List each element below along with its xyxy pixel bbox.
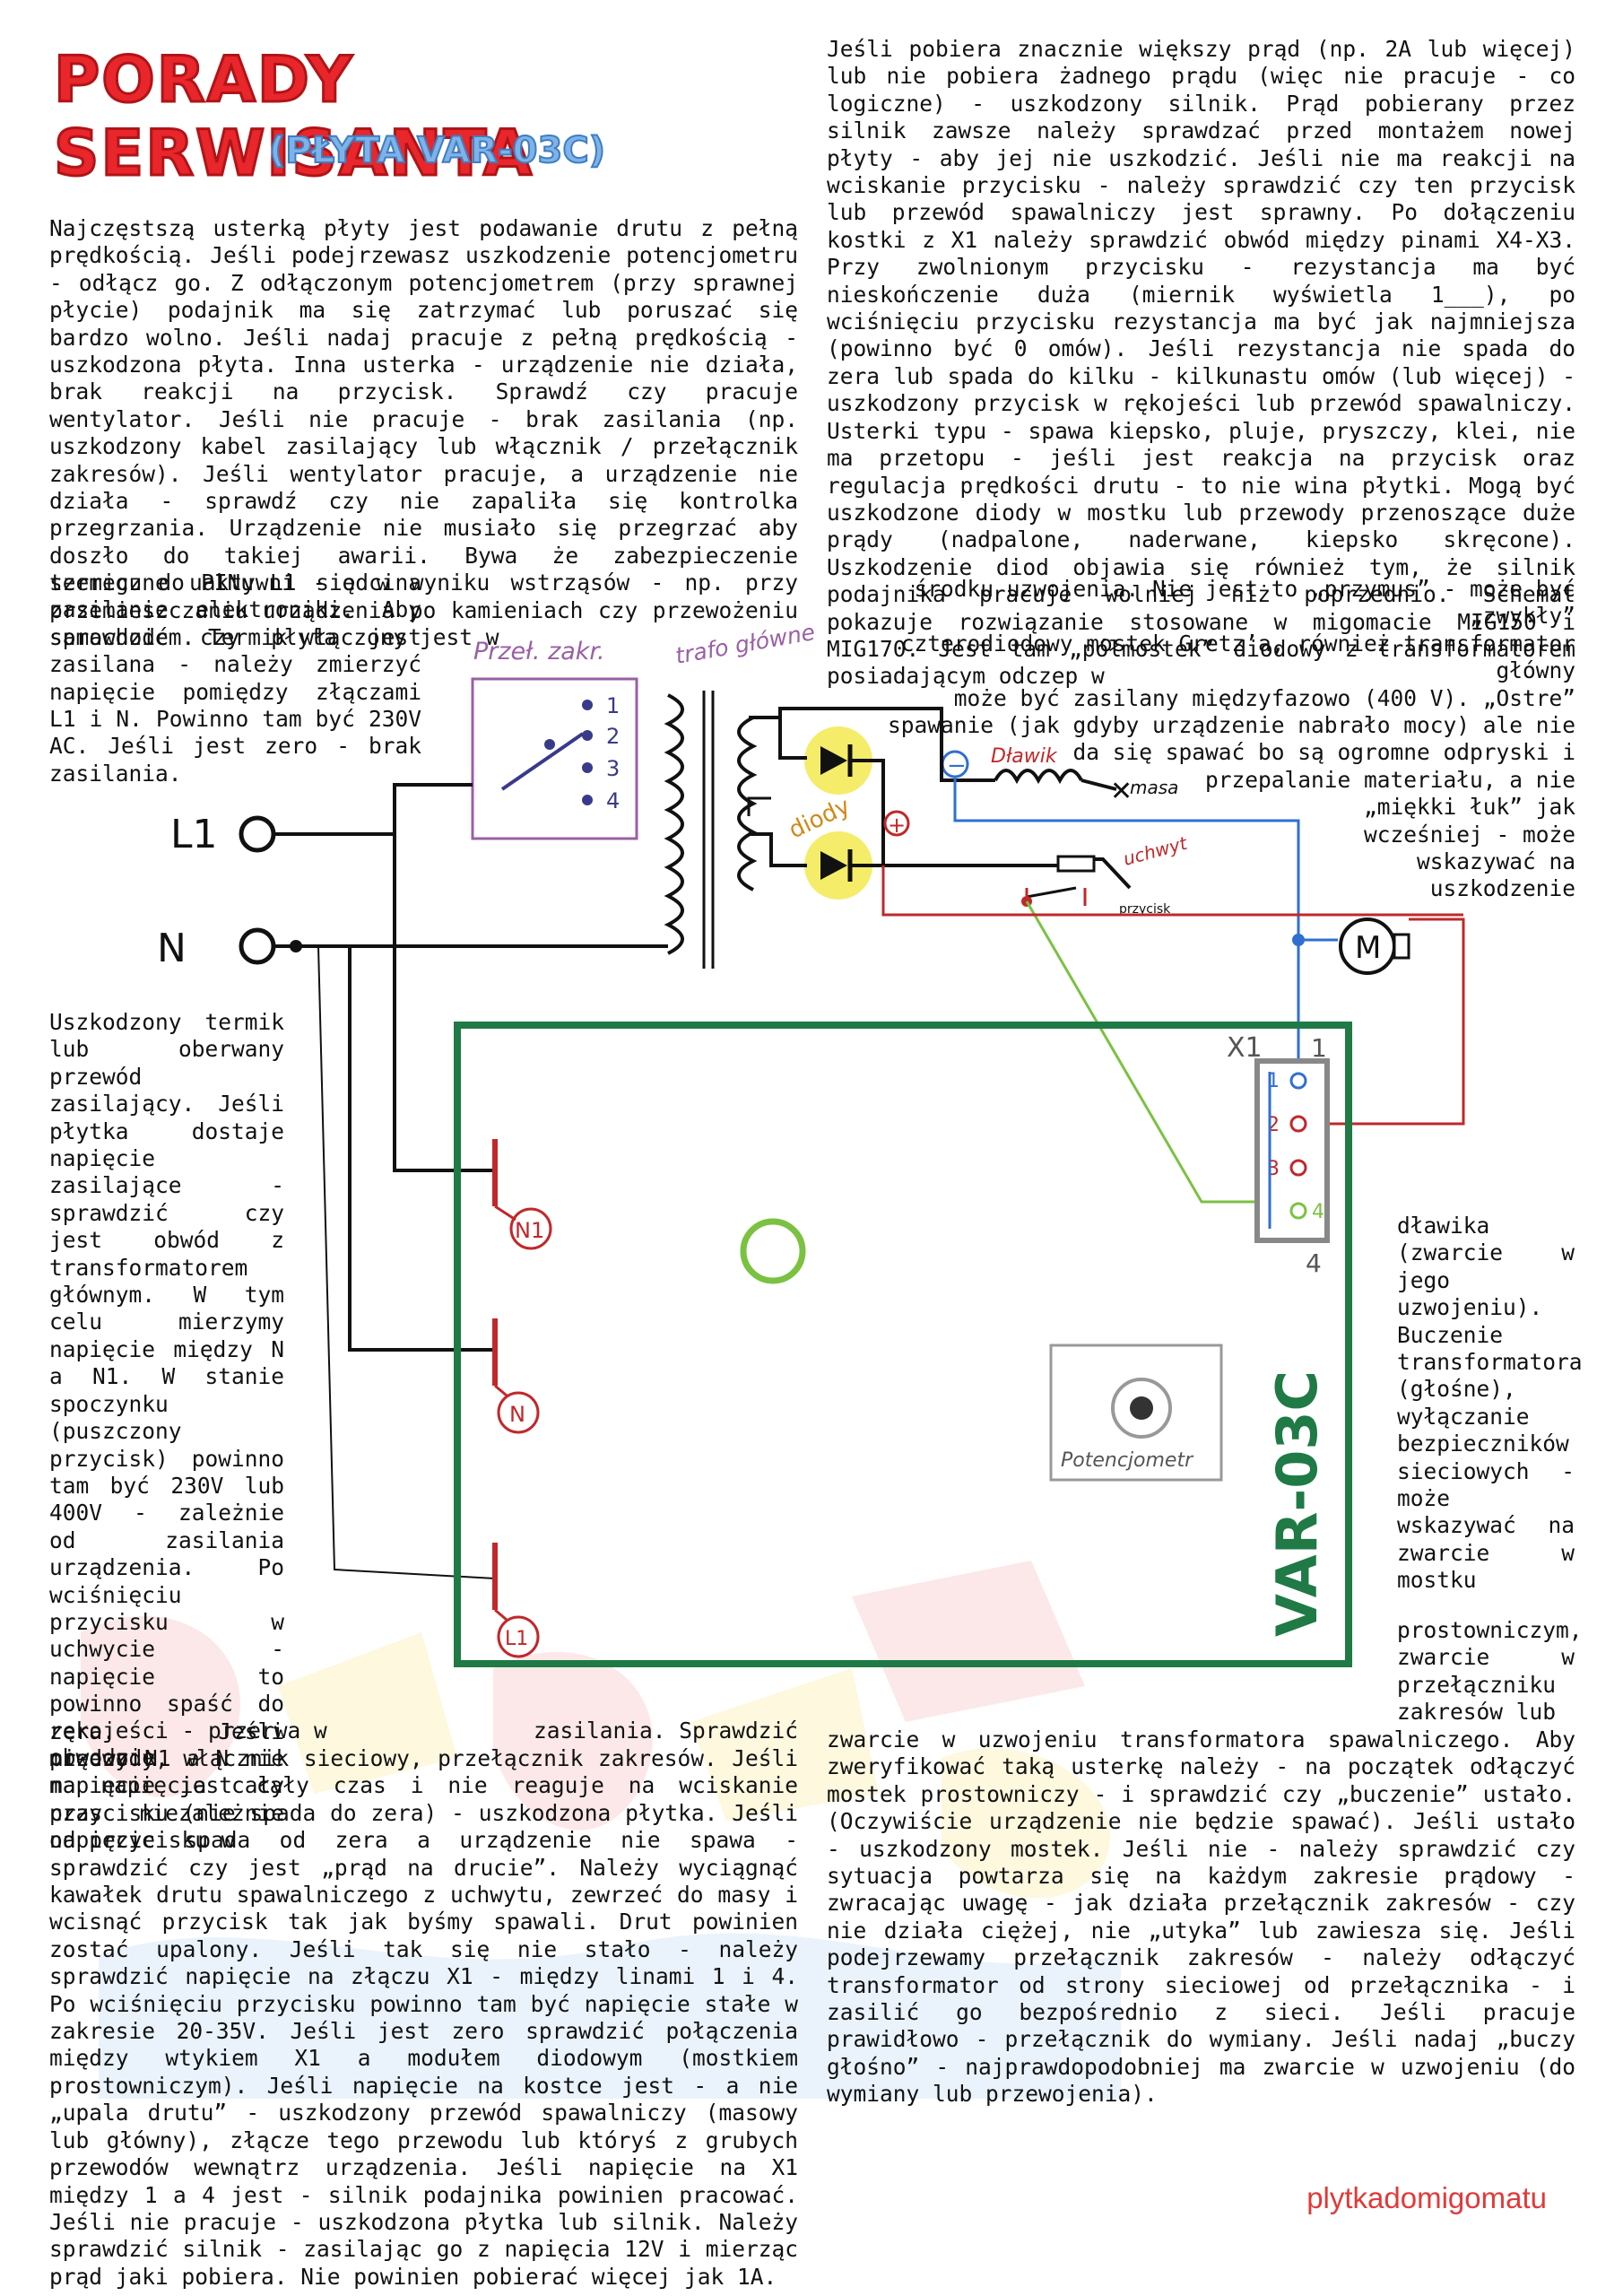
- plus-marker: [883, 810, 910, 837]
- range-switch-label: Przeł. zakr.: [473, 638, 605, 665]
- transformer-primary: [664, 693, 684, 955]
- taper-line: „miękki łuk” jak: [1363, 794, 1575, 821]
- paragraph-col1-left: Uszkodzony termik lub oberwany przewód z…: [49, 1009, 284, 1854]
- potentiometer-label: Potencjometr: [1061, 1449, 1194, 1472]
- footer-brand: plytkadomigomatu: [1306, 2181, 1547, 2214]
- switch-pos-2: 2: [606, 724, 620, 749]
- paragraph-col2-right2: prostowniczym, zwarcie w przełączniku za…: [1397, 1617, 1583, 1726]
- switch-pos-1: 1: [606, 693, 620, 718]
- switch-contacts: [544, 700, 593, 805]
- torch-label: uchwyt: [1121, 832, 1190, 870]
- terminal-L1: [239, 815, 276, 853]
- svg-text:4: 4: [1306, 1248, 1322, 1278]
- diode-bottom: [820, 851, 847, 880]
- page-subtitle: (PŁYTA VAR-03C): [268, 129, 606, 172]
- diode-top: [820, 746, 847, 775]
- paragraph-col2-right: dławika (zwarcie w jego uzwojeniu). Bucz…: [1397, 1213, 1583, 1594]
- transformer-label: trafo główne: [673, 619, 817, 669]
- svg-text:+: +: [888, 813, 906, 838]
- potentiometer-knob-icon: [1130, 1396, 1153, 1420]
- svg-text:M: M: [1355, 930, 1381, 966]
- board-mount-hole: [740, 1218, 806, 1284]
- paragraph-col2-top: Jeśli pobiera znacznie większy prąd (np.…: [827, 36, 1575, 690]
- switch-pos-4: 4: [606, 788, 620, 813]
- x1-pin-4: 4: [1312, 1201, 1324, 1223]
- paragraph-col2-taper: środku uzwojenia. Nie jest to „przymus” …: [827, 576, 1575, 903]
- paragraph-col1-bottom: przewody, włącznik sieciowy, przełącznik…: [49, 1745, 798, 2290]
- taper-line: uszkodzenie: [1429, 875, 1575, 902]
- var03c-board: [454, 1022, 1352, 1667]
- svg-text:L1: L1: [505, 1628, 528, 1650]
- taper-line: przepalanie materiału, a nie: [1204, 766, 1575, 793]
- choke-label: Dławik: [991, 745, 1058, 768]
- taper-line: może być zasilany międzyfazowo (400 V). …: [953, 684, 1575, 711]
- paragraph-col1-bottom-lead2: zasilania. Sprawdzić: [533, 1718, 798, 1744]
- term-L1: [497, 1615, 540, 1658]
- taper-line: czterodiodowy mostek Gretz’a, również tr…: [900, 630, 1575, 684]
- transformer-secondary: [737, 716, 758, 891]
- svg-text:N: N: [509, 1402, 525, 1427]
- taper-line: wcześniej - może: [1363, 821, 1575, 848]
- taper-line: spawanie (jak gdyby urządzenie nabrało m…: [887, 712, 1575, 739]
- page-title: PORADY SERWISANTA: [53, 42, 534, 192]
- term-N1: [509, 1207, 552, 1250]
- terminal-N: [239, 927, 276, 965]
- choke-coil: [994, 769, 1083, 785]
- range-switch-box: [471, 677, 638, 840]
- terminal-N-label: N: [157, 926, 187, 971]
- switch-pos-3: 3: [606, 756, 620, 781]
- taper-line: środku uzwojenia. Nie jest to „przymus” …: [914, 576, 1575, 630]
- background-watermark: [81, 1561, 1121, 2099]
- ground-label: masa: [1130, 777, 1178, 798]
- svg-text:N1: N1: [515, 1218, 544, 1243]
- term-N: [497, 1391, 540, 1434]
- svg-text:−: −: [947, 752, 967, 779]
- paragraph-col2-bottom: zwarcie w uzwojeniu transformatora spawa…: [827, 1726, 1575, 2108]
- paragraph-col1-bottom-lead: rękojeści - przerwa w obwodzie: [49, 1718, 327, 1771]
- paragraph-col1-narrow: szeregu do PINu L1 - odcina zasilanie el…: [49, 570, 421, 787]
- taper-line: wskazywać na: [1416, 848, 1575, 875]
- svg-text:1: 1: [1311, 1033, 1327, 1063]
- paragraph-col1-top: Najczęstszą usterką płyty jest podawanie…: [49, 215, 798, 651]
- taper-line: da się spawać bo są ogromne odpryski i: [1072, 739, 1575, 766]
- board-name: VAR-03C: [1264, 1370, 1330, 1637]
- ground-x: ✕: [1110, 776, 1133, 807]
- button-label: przycisk: [1119, 902, 1171, 917]
- terminal-L1-label: L1: [170, 812, 218, 857]
- switch-lever: [500, 732, 585, 791]
